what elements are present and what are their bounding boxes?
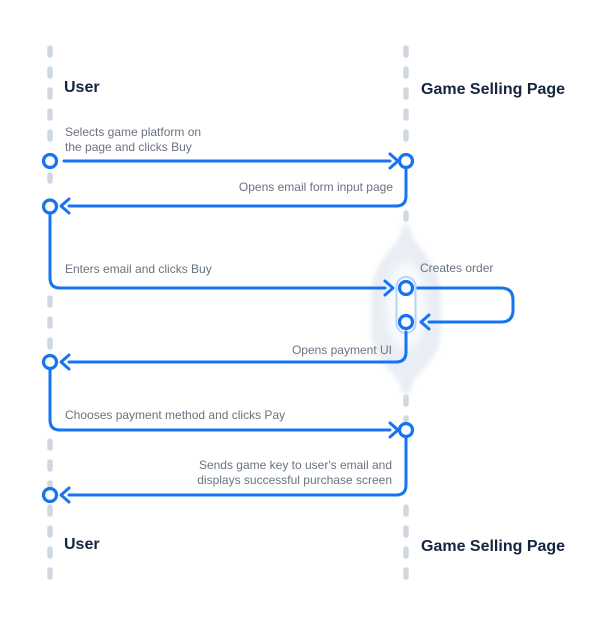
message-endpoint-nodes <box>41 152 415 504</box>
message-label-4: Creates order <box>420 261 494 275</box>
actor-title-user-bottom: User <box>64 536 100 553</box>
actor-title-game-selling-page-top: Game Selling Page <box>421 81 566 98</box>
message-arrow-3 <box>48 213 395 297</box>
message-label-1: Selects game platform on the page and cl… <box>65 125 202 154</box>
actor-title-game-selling-page-bottom: Game Selling Page <box>421 538 566 555</box>
arrowhead-left-icon <box>59 486 71 504</box>
message-label-3: Enters email and clicks Buy <box>65 262 212 276</box>
node-gsp-2 <box>397 421 415 439</box>
self-loop-arrow <box>415 286 515 331</box>
message-arrow-7 <box>59 436 408 504</box>
actor-title-user-top: User <box>64 79 100 96</box>
message-arrow-2 <box>59 168 408 215</box>
node-user-2 <box>41 198 59 215</box>
self-loop-start-node <box>397 279 415 297</box>
message-label-2: Opens email form input page <box>238 180 393 194</box>
self-loop-end-node <box>397 313 415 331</box>
node-user-4 <box>41 486 59 504</box>
node-user-3 <box>41 353 59 371</box>
message-arrow-5 <box>59 330 408 371</box>
activation-capsule <box>395 276 417 334</box>
arrowhead-left-icon <box>59 197 71 215</box>
arrowhead-left-icon <box>59 353 71 371</box>
message-arrow-6 <box>48 368 400 439</box>
message-label-7: Sends game key to user's email and displ… <box>197 458 392 487</box>
message-arrow-1 <box>62 152 400 170</box>
node-gsp-1 <box>397 152 415 170</box>
node-user-1 <box>41 152 59 170</box>
message-label-6: Chooses payment method and clicks Pay <box>65 408 286 422</box>
arrowhead-right-icon <box>383 279 395 297</box>
message-label-5: Opens payment UI <box>291 343 392 357</box>
arrowhead-left-icon <box>419 313 431 331</box>
